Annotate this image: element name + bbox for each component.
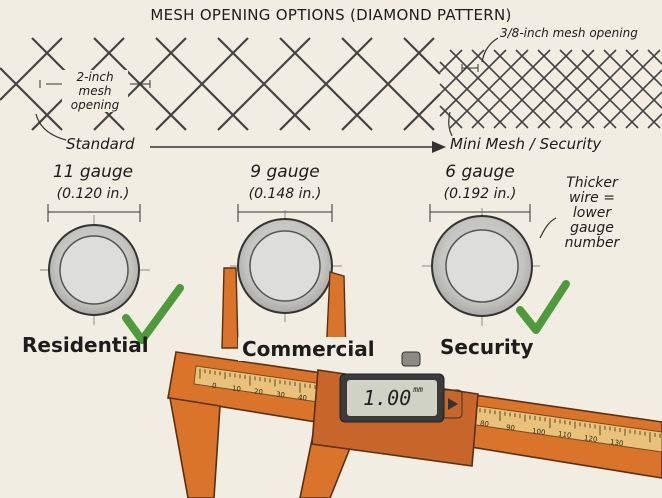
standard-opening-line-1: 2-inch	[76, 70, 114, 84]
check-icon-security	[516, 280, 570, 334]
note-line-1: Thicker	[566, 175, 618, 191]
standard-label: Standard	[66, 135, 135, 153]
category-residential: Residential	[22, 333, 149, 357]
caliper-button-frame	[441, 389, 463, 419]
standard-opening-label: 2-inch mesh opening	[62, 70, 128, 112]
mini-dimension	[461, 64, 479, 72]
note-line-2: wire =	[569, 190, 615, 206]
note-line-4: gauge	[570, 220, 614, 236]
caliper-display-unit: mm	[413, 385, 423, 394]
caliper-lcd-reading: 1.00 mm	[350, 379, 436, 417]
progression-arrow-head	[432, 141, 446, 153]
caliper-display-value: 1.00	[363, 386, 412, 410]
scale-label: 100	[531, 426, 546, 437]
diagram-title: MESH OPENING OPTIONS (DIAMOND PATTERN)	[150, 6, 512, 24]
mini-pointer	[481, 37, 499, 63]
opening-dimension-right	[130, 80, 151, 88]
category-commercial: Commercial	[238, 337, 379, 361]
wire-cross-section-11	[40, 215, 150, 325]
scale-label: 90	[505, 423, 516, 433]
scale-label: 30	[275, 390, 286, 400]
scale-label: 40	[297, 393, 308, 404]
wire-dimension-lines	[47, 204, 531, 222]
gauge-9-label: 9 gauge	[250, 162, 320, 182]
mini-label-pointer	[448, 111, 453, 137]
caliper-button	[448, 398, 458, 410]
check-icon-residential	[122, 284, 184, 344]
scale-label: 10	[231, 384, 242, 394]
note-line-3: lower	[572, 205, 612, 221]
thicker-wire-note: Thicker wire = lower gauge number	[552, 176, 632, 251]
category-security: Security	[440, 335, 534, 359]
caliper-lcd-screen	[347, 380, 437, 416]
wire-cross-section-9	[230, 210, 342, 322]
gauge-11-inches: (0.120 in.)	[56, 186, 130, 202]
scale-label: 20	[253, 387, 264, 397]
gauge-6-inches: (0.192 in.)	[443, 186, 517, 202]
gauge-6-label: 6 gauge	[445, 162, 515, 182]
mini-mesh-label: Mini Mesh / Security	[450, 135, 602, 153]
gauge-11-label: 11 gauge	[52, 162, 134, 182]
caliper-fixed-upper-jaw	[221, 267, 239, 349]
mini-opening-label: 3/8-inch mesh opening	[500, 26, 638, 40]
caliper-thumb-wheel	[401, 351, 421, 367]
standard-pointer	[35, 113, 67, 141]
note-pointer	[539, 217, 557, 239]
scale-label: 120	[583, 434, 598, 444]
caliper	[167, 267, 662, 498]
mini-mesh-wires	[439, 49, 662, 129]
standard-opening-line-3: opening	[70, 98, 120, 112]
scale-label: 80	[479, 419, 490, 429]
standard-opening-line-2: mesh	[78, 84, 112, 98]
caliper-fixed-lower-jaw	[169, 397, 221, 498]
gauge-9-inches: (0.148 in.)	[248, 186, 322, 202]
wire-cross-section-6	[422, 208, 540, 326]
scale-label: 130	[609, 437, 624, 448]
note-line-5: number	[564, 235, 620, 251]
mini-mesh-pattern	[439, 49, 662, 129]
opening-dimension-left	[39, 80, 62, 88]
